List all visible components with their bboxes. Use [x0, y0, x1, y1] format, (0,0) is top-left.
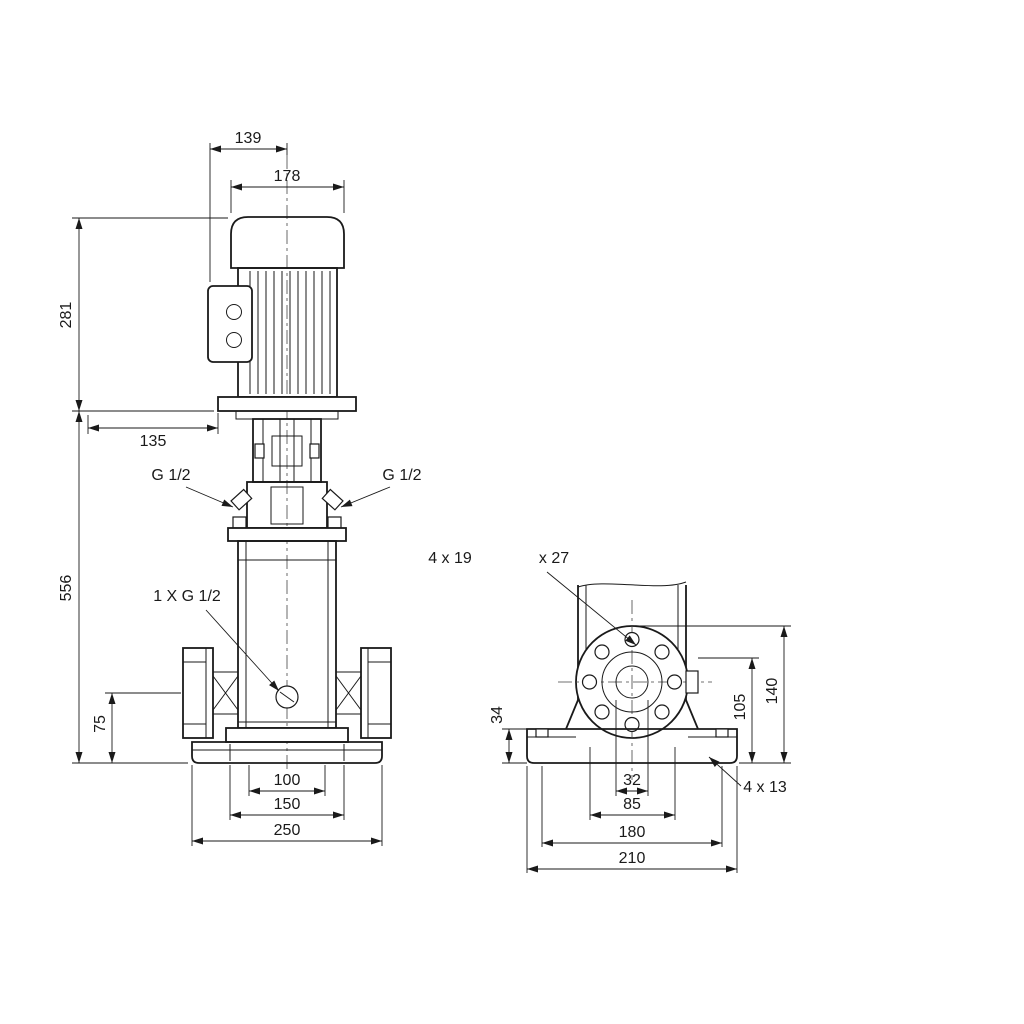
pump-head-block	[270, 486, 304, 525]
vent-plug-right	[321, 488, 344, 511]
dim-180-label: 180	[619, 824, 646, 841]
base-slot-left	[535, 728, 549, 738]
coupling-guard-bolt	[309, 443, 320, 459]
dim-75: 75	[92, 692, 181, 763]
staybolt-nut-left	[232, 516, 247, 529]
front-view: 139 178 281 135 556 G 1/2	[58, 130, 422, 846]
label-base-holes: 4 x 13	[708, 756, 787, 796]
dim-32-label: 32	[623, 772, 641, 789]
flange-holes-outer-label: x 27	[539, 550, 569, 567]
motor-cooling-fins	[249, 271, 331, 394]
label-drain: 1 X G 1/2	[153, 588, 280, 692]
dim-135: 135	[87, 413, 219, 450]
label-port-left: G 1/2	[151, 467, 234, 508]
vent-plug-left	[230, 488, 253, 511]
cable-gland-hole	[226, 304, 242, 320]
column-bottom-plate	[225, 727, 349, 743]
dim-32: 32	[615, 700, 649, 796]
dim-281-label: 281	[58, 302, 75, 329]
dim-105: 105	[698, 657, 759, 763]
dim-75-label: 75	[92, 715, 109, 733]
motor-fan-cover	[230, 216, 345, 269]
dim-150: 150	[229, 765, 345, 820]
base-holes-label: 4 x 13	[743, 779, 787, 796]
base-slot-right	[715, 728, 729, 738]
dim-180: 180	[541, 766, 723, 847]
drain-label: 1 X G 1/2	[153, 588, 221, 605]
dim-100: 100	[248, 765, 326, 796]
staybolt-nut-right	[327, 516, 342, 529]
dim-250: 250	[191, 765, 383, 846]
right-port-flange	[335, 647, 392, 739]
dim-34-label: 34	[489, 706, 506, 724]
dim-556-label: 556	[58, 575, 75, 602]
side-view: 4 x 19 x 27 34 105 140 32	[428, 550, 791, 873]
dim-210-label: 210	[619, 850, 646, 867]
dim-85-label: 85	[623, 796, 641, 813]
dim-281: 281	[58, 217, 228, 411]
dim-85: 85	[589, 747, 676, 820]
port-raised-face	[601, 651, 663, 713]
dim-135-label: 135	[140, 433, 167, 450]
motor-flange	[217, 396, 357, 412]
dim-140-label: 140	[764, 678, 781, 705]
port-bore	[615, 665, 649, 699]
flange-holes-label: 4 x 19	[428, 550, 472, 567]
label-port-right: G 1/2	[340, 467, 422, 508]
port-right-label: G 1/2	[382, 467, 421, 484]
dim-140: 140	[640, 625, 791, 764]
dim-139-label: 139	[235, 130, 262, 147]
drain-plug-slot	[279, 691, 295, 703]
column-detail	[238, 541, 336, 728]
dim-105-label: 105	[732, 694, 749, 721]
column-top-plate	[227, 527, 347, 542]
base-plate	[191, 741, 383, 764]
dim-250-label: 250	[274, 822, 301, 839]
dim-178: 178	[230, 168, 345, 213]
port-left-label: G 1/2	[151, 467, 190, 484]
dim-34: 34	[489, 706, 527, 764]
side-column-inner	[577, 581, 687, 651]
cable-gland-hole	[226, 332, 242, 348]
side-base-plate	[526, 728, 738, 764]
side-plug	[685, 670, 699, 694]
dim-150-label: 150	[274, 796, 301, 813]
dim-210: 210	[526, 766, 738, 873]
coupling-guard-bolt	[254, 443, 265, 459]
dim-178-label: 178	[274, 168, 301, 185]
left-port-flange	[182, 647, 239, 739]
terminal-box	[207, 285, 253, 363]
dim-139: 139	[209, 130, 288, 282]
dim-100-label: 100	[274, 772, 301, 789]
dim-556: 556	[58, 410, 214, 764]
label-flange-holes: 4 x 19 x 27	[428, 550, 637, 646]
